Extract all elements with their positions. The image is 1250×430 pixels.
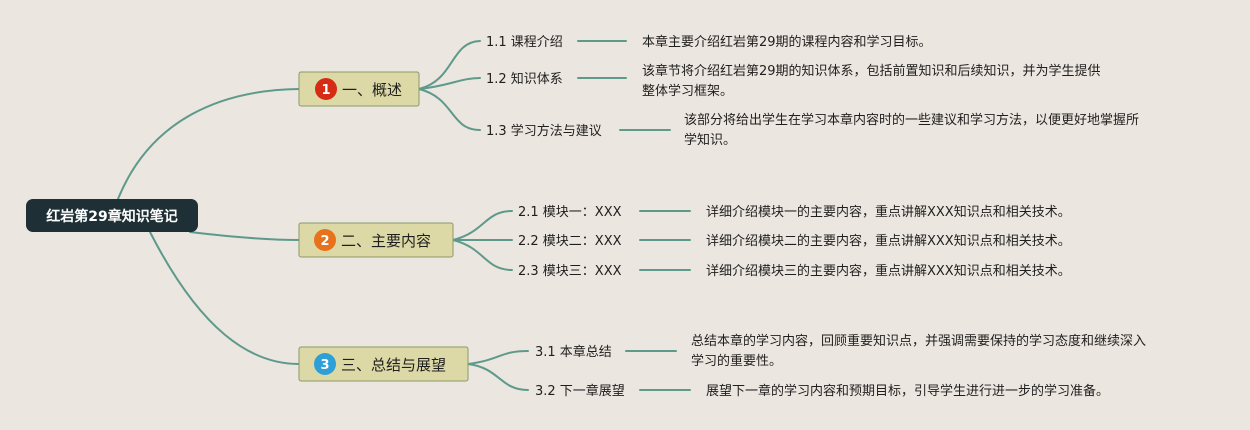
subtopic-label-1-3[interactable]: 1.3 学习方法与建议	[486, 123, 602, 139]
branch-label-3: 三、总结与展望	[341, 356, 446, 374]
connector-branch2-sub1	[452, 210, 513, 241]
description-1-3-line-1: 该部分将给出学生在学习本章内容时的一些建议和学习方法，以便更好地掌握所	[684, 112, 1139, 128]
description-1-2-line-1: 该章节将介绍红岩第29期的知识体系，包括前置知识和后续知识，并为学生提供	[642, 63, 1101, 79]
description-3-2: 展望下一章的学习内容和预期目标，引导学生进行进一步的学习准备。	[706, 383, 1109, 399]
description-3-1-line-2: 学习的重要性。	[691, 353, 782, 369]
branch-node-2[interactable]: 2 二、主要内容	[298, 222, 454, 258]
connector-root-branch-3	[149, 231, 300, 365]
description-2-3: 详细介绍模块三的主要内容，重点讲解XXX知识点和相关技术。	[706, 263, 1071, 279]
number-badge-3	[314, 353, 336, 375]
root-node-label: 红岩第29章知识笔记	[46, 208, 177, 225]
subtopic-label-2-1[interactable]: 2.1 模块一：XXX	[518, 205, 622, 220]
connector-root-branch-1	[117, 88, 300, 200]
connector-branch1-sub2	[418, 77, 481, 90]
description-1-2-line-2: 整体学习框架。	[642, 83, 733, 99]
number-badge-1-text: 1	[321, 83, 330, 98]
root-node-box[interactable]	[26, 199, 198, 232]
connector-branch3-sub1	[467, 350, 529, 365]
description-1-1: 本章主要介绍红岩第29期的课程内容和学习目标。	[642, 34, 932, 50]
description-2-1: 详细介绍模块一的主要内容，重点讲解XXX知识点和相关技术。	[706, 204, 1071, 220]
subtopic-label-3-1[interactable]: 3.1 本章总结	[535, 344, 612, 360]
connector-branch2-sub3	[452, 239, 513, 271]
connector-root-branch-2	[189, 231, 300, 241]
branch-box-3[interactable]	[298, 346, 469, 382]
subtopic-label-2-2[interactable]: 2.2 模块二：XXX	[518, 234, 622, 249]
connector-branch1-sub1	[418, 40, 481, 90]
connector-branch1-sub3	[418, 88, 481, 131]
root-node[interactable]: 红岩第29章知识笔记	[26, 199, 198, 232]
connector-lines	[117, 40, 691, 391]
number-badge-2	[314, 229, 336, 251]
branch-node-1[interactable]: 1 一、概述	[298, 71, 420, 107]
number-badge-3-text: 3	[320, 358, 329, 373]
subtopic-label-3-2[interactable]: 3.2 下一章展望	[535, 383, 625, 399]
subtopic-label-2-3[interactable]: 2.3 模块三：XXX	[518, 264, 622, 279]
branch-node-3[interactable]: 3 三、总结与展望	[298, 346, 469, 382]
number-badge-2-text: 2	[320, 234, 329, 249]
subtopic-label-1-1[interactable]: 1.1 课程介绍	[486, 35, 563, 50]
subtopic-label-1-2[interactable]: 1.2 知识体系	[486, 71, 563, 87]
branch-label-2: 二、主要内容	[341, 232, 431, 250]
description-3-1-line-1: 总结本章的学习内容，回顾重要知识点，并强调需要保持的学习态度和继续深入	[691, 333, 1146, 349]
description-1-3-line-2: 学知识。	[684, 132, 736, 148]
number-badge-1	[315, 78, 337, 100]
branch-box-2[interactable]	[298, 222, 454, 258]
connector-branch3-sub2	[467, 363, 529, 391]
branch-label-1: 一、概述	[342, 81, 402, 99]
description-2-2: 详细介绍模块二的主要内容，重点讲解XXX知识点和相关技术。	[706, 233, 1071, 249]
